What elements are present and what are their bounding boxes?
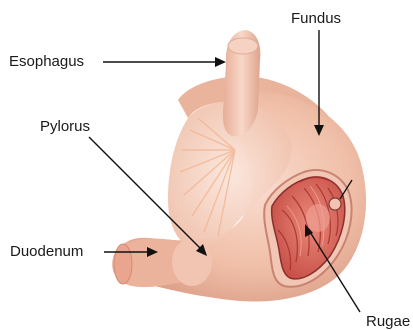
duodenum-label: Duodenum [10, 244, 83, 259]
pylorus [172, 238, 212, 286]
gland-detail-circle [329, 198, 341, 210]
esophagus-label: Esophagus [9, 54, 84, 69]
duodenum-opening [114, 244, 132, 284]
esophagus-opening [228, 38, 258, 54]
fundus-label: Fundus [291, 11, 341, 26]
esophagus-arrowhead [215, 57, 226, 67]
pylorus-label: Pylorus [40, 119, 90, 134]
rugae-label: Rugae [366, 314, 410, 329]
rugae-pale-patch [306, 204, 330, 232]
